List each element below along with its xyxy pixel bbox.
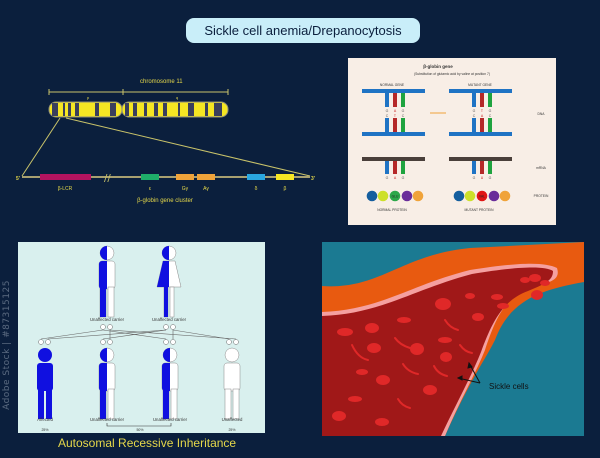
inheritance-lines [40,329,237,340]
chromosome-diagram: chromosome 11 p q 5' 3' // β-LCR ε Gγ [16,79,315,204]
gene-epsilon [141,174,159,180]
percent-unaffected: 25% [228,428,235,432]
allele-markers [38,324,239,345]
sickle-cells [351,319,473,409]
dna-mutation-panel: β-globin gene (Substitution of glutamic … [348,58,556,225]
child-label: Affected [37,417,53,422]
mutant-protein-label: MUTANT PROTEIN [464,208,494,212]
normal-amino-acid: GLU [392,195,399,199]
dna-panel-title: β-globin gene [423,64,453,69]
base: G [402,176,405,180]
gene-g-gamma [176,174,194,180]
mrna: G A G G U G [362,157,512,180]
chromosome-bands [52,103,222,116]
base: G [473,176,476,180]
watermark-side-text: Adobe Stock | #87315125 [1,280,12,410]
gene-label: Aγ [203,186,209,192]
gene-label: Gγ [182,186,189,192]
gene-label: ε [149,186,152,192]
base: A [481,114,484,118]
row-protein-label: PROTEIN [534,194,549,198]
chromosome-q-arm [121,101,229,118]
page-title: Sickle cell anemia/Drepanocytosis [186,18,420,43]
chromosome-label: chromosome 11 [140,79,183,85]
gene-label: β-LCR [58,186,73,192]
inheritance-title: Autosomal Recessive Inheritance [58,436,237,450]
zoom-line-left [21,117,61,177]
break-mark: // [104,173,111,184]
end-3-label: 3' [311,176,315,182]
base: U [481,176,484,180]
carrier-bracket [106,423,172,427]
base: G [473,109,476,113]
inheritance-panel: Unaffected carrier Unaffected carrier Af… [18,242,265,433]
base: G [386,109,389,113]
base: A [394,109,397,113]
child-label: Unaffected [222,417,243,422]
child-label: Unaffected carrier [90,417,125,422]
arm-p-label: p [87,95,90,100]
base: A [394,176,397,180]
base: T [481,109,484,113]
red-blood-cells [332,274,550,426]
normal-protein-label: NORMAL PROTEIN [377,208,407,212]
gene-beta [276,174,294,180]
blood-vessel-illustration: Sickle cells [322,242,584,436]
gene-b-lcr [40,174,91,180]
base: G [386,176,389,180]
end-5-label: 5' [16,176,20,182]
child-label: Unaffected carrier [153,417,188,422]
vessel-lumen [322,267,553,436]
dna-panel-subtitle: (Substitution of glutamic acid by valine… [414,72,490,76]
percent-carrier: 50% [136,428,143,432]
sickle-cell-pointer-arrows [456,361,481,384]
mutant-protein-chain: VAL [453,190,511,202]
sickle-cells-label: Sickle cells [489,382,529,391]
mutant-gene-label: MUTANT GENE [468,83,492,87]
base: G [489,176,492,180]
gene-delta [247,174,265,180]
normal-dna: G A G C T C [362,89,425,136]
gene-label: β [284,186,287,192]
arm-q-label: q [176,95,178,100]
base: G [402,109,405,113]
normal-protein-chain: GLU [366,190,424,202]
mutant-dna: G T G C A C [449,89,512,136]
percent-affected: 25% [41,428,48,432]
cluster-label: β-globin gene cluster [137,198,193,204]
parent-label: Unaffected carrier [90,317,125,322]
base: C [473,114,476,118]
normal-gene-label: NORMAL GENE [380,83,405,87]
base: C [489,114,492,118]
panel-background [18,242,265,433]
parent-mother-figure [156,245,182,318]
gene-a-gamma [197,174,215,180]
row-mrna-label: mRNA [536,166,547,170]
parent-label: Unaffected carrier [152,317,187,322]
base: G [489,109,492,113]
base: C [386,114,389,118]
zoom-line-right [65,117,311,177]
base: C [402,114,405,118]
mutant-amino-acid: VAL [479,195,485,199]
row-dna-label: DNA [538,112,546,116]
gene-label: δ [255,186,258,192]
base: T [394,114,397,118]
